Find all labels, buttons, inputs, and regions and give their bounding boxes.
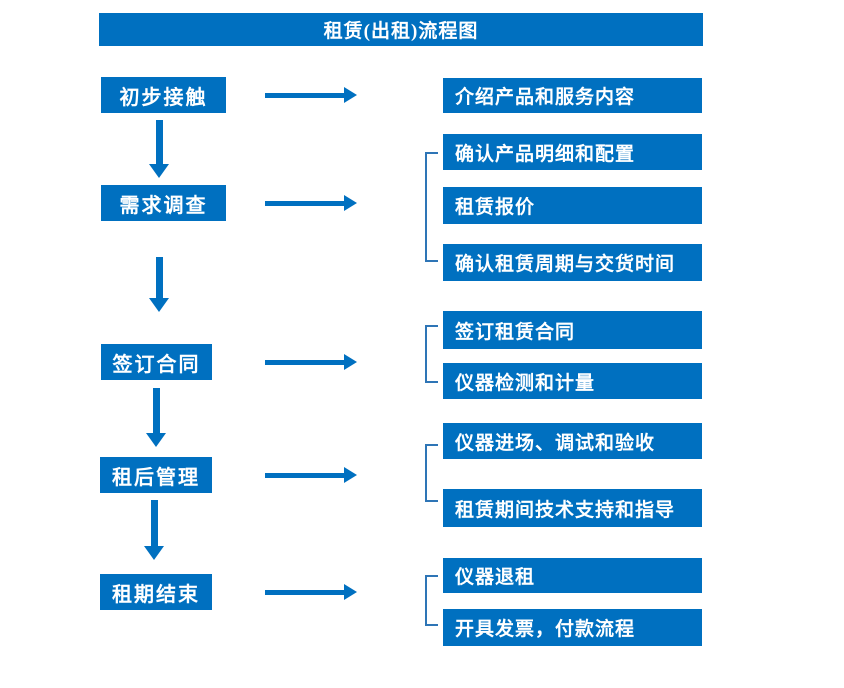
arrow-right-icon — [265, 354, 357, 370]
output-label: 仪器检测和计量 — [455, 372, 596, 394]
arrow-shaft — [265, 201, 345, 206]
step-box-demand-survey: 需求调查 — [101, 185, 226, 221]
output-box-invoice-payment: 开具发票，付款流程 — [443, 609, 702, 646]
flowchart-title-label: 租赁(出租)流程图 — [323, 21, 479, 42]
step-label: 租后管理 — [112, 466, 200, 489]
output-label: 签订租赁合同 — [455, 321, 576, 343]
arrow-head — [344, 467, 357, 483]
arrow-down-icon — [149, 120, 169, 178]
step-label: 租期结束 — [112, 583, 200, 606]
output-box-instrument-testing: 仪器检测和计量 — [443, 363, 702, 399]
arrow-shaft — [152, 388, 160, 434]
output-label: 确认租赁周期与交货时间 — [455, 254, 676, 275]
step-label: 签订合同 — [112, 353, 201, 376]
output-box-sign-rental-contract: 签订租赁合同 — [443, 311, 702, 349]
flowchart-title: 租赁(出租)流程图 — [99, 13, 703, 46]
arrow-head — [149, 298, 169, 312]
arrow-head — [344, 87, 357, 103]
arrow-shaft — [265, 360, 345, 365]
output-label: 仪器进场、调试和验收 — [455, 432, 656, 454]
arrow-head — [146, 433, 166, 447]
output-box-confirm-rental-period: 确认租赁周期与交货时间 — [443, 244, 702, 281]
arrow-right-icon — [265, 87, 357, 103]
step-box-sign-contract: 签订合同 — [101, 344, 212, 380]
output-box-instrument-return: 仪器退租 — [443, 558, 702, 593]
arrow-head — [344, 584, 357, 600]
arrow-head — [344, 354, 357, 370]
output-box-confirm-product-details: 确认产品明细和配置 — [443, 134, 702, 170]
step-box-rental-end: 租期结束 — [100, 574, 212, 610]
arrow-shaft — [265, 473, 345, 478]
output-label: 确认产品明细和配置 — [455, 143, 636, 165]
step-label: 需求调查 — [119, 194, 208, 217]
output-box-instrument-setup-acceptance: 仪器进场、调试和验收 — [443, 423, 702, 459]
output-label: 仪器退租 — [455, 567, 536, 588]
output-box-introduce-products: 介绍产品和服务内容 — [443, 78, 702, 113]
output-label: 租赁报价 — [455, 197, 536, 218]
arrow-shaft — [155, 120, 163, 165]
step-label: 初步接触 — [119, 86, 208, 109]
arrow-right-icon — [265, 467, 357, 483]
step-box-post-rental-management: 租后管理 — [100, 457, 212, 493]
arrow-right-icon — [265, 195, 357, 211]
arrow-shaft — [150, 500, 158, 547]
group-bracket-icon — [425, 575, 438, 626]
arrow-head — [344, 195, 357, 211]
arrow-shaft — [155, 257, 163, 299]
group-bracket-icon — [425, 152, 438, 262]
arrow-shaft — [265, 93, 345, 98]
arrow-head — [144, 546, 164, 560]
output-box-technical-support: 租赁期间技术支持和指导 — [443, 489, 702, 527]
output-label: 介绍产品和服务内容 — [455, 87, 636, 108]
group-bracket-icon — [425, 444, 438, 502]
arrow-right-icon — [265, 584, 357, 600]
arrow-down-icon — [146, 388, 166, 447]
step-box-initial-contact: 初步接触 — [101, 77, 226, 113]
output-label: 租赁期间技术支持和指导 — [455, 499, 676, 521]
output-box-rental-quotation: 租赁报价 — [443, 187, 702, 224]
arrow-down-icon — [149, 257, 169, 312]
arrow-shaft — [265, 590, 345, 595]
arrow-down-icon — [144, 500, 164, 560]
output-label: 开具发票，付款流程 — [455, 619, 636, 640]
group-bracket-icon — [425, 325, 438, 383]
arrow-head — [149, 164, 169, 178]
